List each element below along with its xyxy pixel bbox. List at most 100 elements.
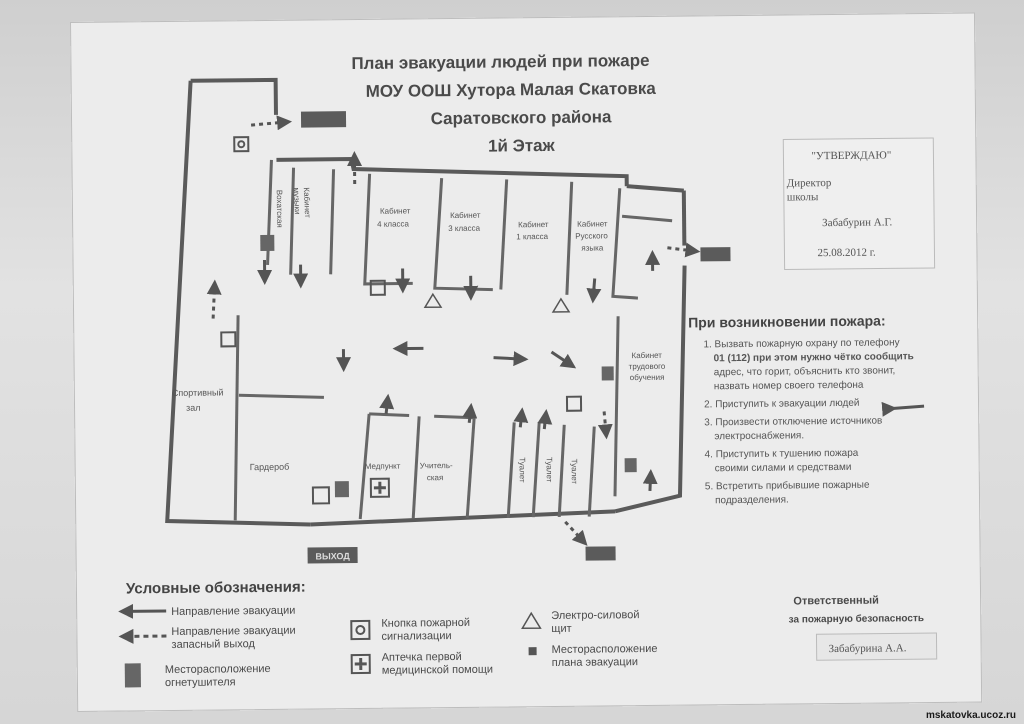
evac-arrow-teach bbox=[462, 402, 478, 424]
exit-sign-bottom bbox=[585, 546, 616, 561]
legend-first-aid-icon bbox=[350, 653, 371, 675]
alarm-icon-dot bbox=[237, 140, 246, 149]
room-music-2: музыки bbox=[292, 187, 302, 214]
legend-planloc-icon bbox=[528, 647, 537, 656]
approval-role2: школы bbox=[787, 191, 819, 203]
exit-sign: ВЫХОД bbox=[307, 547, 358, 564]
fire-instructions: При возникновении пожара: 1. Вызвать пож… bbox=[688, 312, 925, 506]
evac-arrow-med bbox=[379, 393, 395, 414]
evac-arrow-corridor-3 bbox=[550, 350, 577, 369]
classroom-partitions bbox=[233, 159, 673, 521]
plan-icons bbox=[220, 136, 637, 505]
responsible-2: за пожарную безопасность bbox=[789, 612, 924, 625]
room-labor-1: Кабинет bbox=[631, 351, 662, 360]
room-labor-3: обучения bbox=[630, 373, 665, 382]
room-toilet-2: Туалет bbox=[545, 457, 554, 483]
alarm-icon-4 bbox=[565, 395, 583, 412]
extinguisher-icon-2 bbox=[601, 366, 614, 381]
reserve-arrow-bottom bbox=[564, 520, 588, 546]
reserve-arrow-left bbox=[206, 279, 222, 319]
legend-extinguisher-2: огнетушителя bbox=[165, 676, 236, 689]
alarm-icon bbox=[233, 136, 250, 153]
first-aid-cross-icon bbox=[373, 481, 386, 494]
instruction-5b: подразделения. bbox=[715, 494, 789, 506]
room-toilet-3: Туалет bbox=[570, 459, 579, 485]
instruction-3b: электроснабжения. bbox=[714, 429, 804, 442]
approval-date: 25.08.2012 г. bbox=[817, 247, 876, 260]
instruction-1c: адрес, что горит, объяснить кто звонит, bbox=[714, 364, 896, 378]
legend-heading: Условные обозначения: bbox=[126, 579, 306, 598]
room-garderob: Гардероб bbox=[250, 462, 290, 472]
legend-alarm-icon bbox=[350, 619, 371, 641]
evac-arrow-toilet1 bbox=[513, 407, 529, 428]
legend-evac: Направление эвакуации bbox=[171, 605, 295, 618]
room-sport-2: зал bbox=[186, 403, 200, 413]
room-teach-2: ская bbox=[427, 473, 444, 482]
legend-planloc-2: плана эвакуации bbox=[552, 656, 638, 669]
room-labor-2: трудового bbox=[629, 362, 666, 371]
exit-sign-top bbox=[300, 111, 347, 128]
room-vahta: Вохатская bbox=[275, 190, 284, 228]
legend-electric-2: щит bbox=[551, 623, 571, 635]
instruction-3: 3. Произвести отключение источников bbox=[704, 416, 882, 429]
alarm-icon-2 bbox=[220, 331, 237, 348]
reserve-arrow-labor bbox=[597, 411, 613, 440]
room-cr-2: Русского bbox=[575, 231, 608, 240]
approval-stamp: "УТВЕРЖДАЮ" bbox=[811, 149, 891, 162]
room-c3-2: 3 класса bbox=[448, 224, 480, 233]
alarm-icon-3 bbox=[369, 279, 386, 296]
room-cr-3: языка bbox=[581, 243, 604, 252]
room-c4-1: Кабинет bbox=[380, 206, 411, 215]
room-c1-1: Кабинет bbox=[518, 220, 549, 229]
legend-first-aid-cross-icon bbox=[354, 657, 367, 671]
responsible-block: Ответственный за пожарную безопасность З… bbox=[789, 595, 938, 661]
evac-arrow-labor bbox=[642, 468, 658, 492]
evac-arrow-corridor-2 bbox=[493, 351, 529, 367]
instruction-2: 2. Приступить к эвакуации людей bbox=[704, 398, 860, 411]
room-c4-2: 4 класса bbox=[377, 219, 409, 228]
legend-alarm-icon-dot bbox=[355, 624, 366, 635]
source-url: mskatovka.ucoz.ru bbox=[925, 710, 1016, 721]
room-music-1: Кабинет bbox=[302, 187, 312, 218]
exit-label: ВЫХОД bbox=[315, 551, 350, 561]
room-c3-1: Кабинет bbox=[450, 211, 481, 220]
room-cr-1: Кабинет bbox=[577, 219, 608, 228]
room-labels: Вохатская Кабинет музыки Кабинет 4 класс… bbox=[172, 187, 666, 485]
legend: Условные обозначения: Направление эвакуа… bbox=[118, 579, 658, 689]
plan-title: План эвакуации людей при пожаре bbox=[351, 51, 649, 73]
approval-role1: Директор bbox=[787, 177, 832, 189]
reserve-exit-arrows bbox=[206, 115, 701, 546]
instruction-1b: 01 (112) при этом нужно чётко сообщить bbox=[713, 350, 913, 364]
extinguisher-icon-3 bbox=[334, 481, 349, 498]
electric-panel-icon bbox=[423, 292, 443, 309]
evacuation-arrows bbox=[257, 249, 661, 492]
legend-electric-icon bbox=[521, 611, 542, 630]
legend-planloc-1: Месторасположение bbox=[552, 643, 658, 656]
approval-block: "УТВЕРЖДАЮ" Директор школы Забабурин А.Г… bbox=[782, 137, 936, 271]
floor-label: 1й Этаж bbox=[488, 136, 556, 156]
building-walls bbox=[165, 77, 687, 527]
instruction-1: 1. Вызвать пожарную охрану по телефону bbox=[703, 336, 899, 350]
legend-electric-1: Электро-силовой bbox=[551, 609, 639, 622]
first-aid-icon bbox=[369, 477, 390, 498]
responsible-name-box bbox=[815, 632, 938, 661]
instruction-4b: своими силами и средствами bbox=[715, 462, 852, 474]
electric-panel-icon-2 bbox=[551, 297, 571, 313]
responsible-1: Ответственный bbox=[793, 595, 879, 608]
room-sport-1: Спортивный bbox=[172, 387, 224, 398]
legend-extinguisher-1: Месторасположение bbox=[165, 663, 271, 676]
room-teach-1: Учитель- bbox=[420, 461, 453, 470]
instructions-heading: При возникновении пожара: bbox=[688, 312, 886, 330]
exit-sign-right bbox=[700, 247, 731, 262]
school-name: МОУ ООШ Хутора Малая Скатовка bbox=[366, 79, 657, 101]
reserve-arrow-top bbox=[250, 115, 293, 131]
evac-arrow-toilet2 bbox=[537, 409, 553, 430]
extinguisher-icon bbox=[260, 234, 275, 252]
legend-firstaid-1: Аптечка первой bbox=[382, 651, 462, 664]
responsible-name: Забабурина А.А. bbox=[829, 642, 907, 655]
room-med: Медпункт bbox=[365, 462, 401, 471]
legend-firstaid-2: медицинской помощи bbox=[382, 664, 493, 677]
legend-alarm-1: Кнопка пожарной bbox=[381, 617, 470, 630]
floor-plan-diagram: План эвакуации людей при пожаре МОУ ООШ … bbox=[118, 51, 938, 689]
